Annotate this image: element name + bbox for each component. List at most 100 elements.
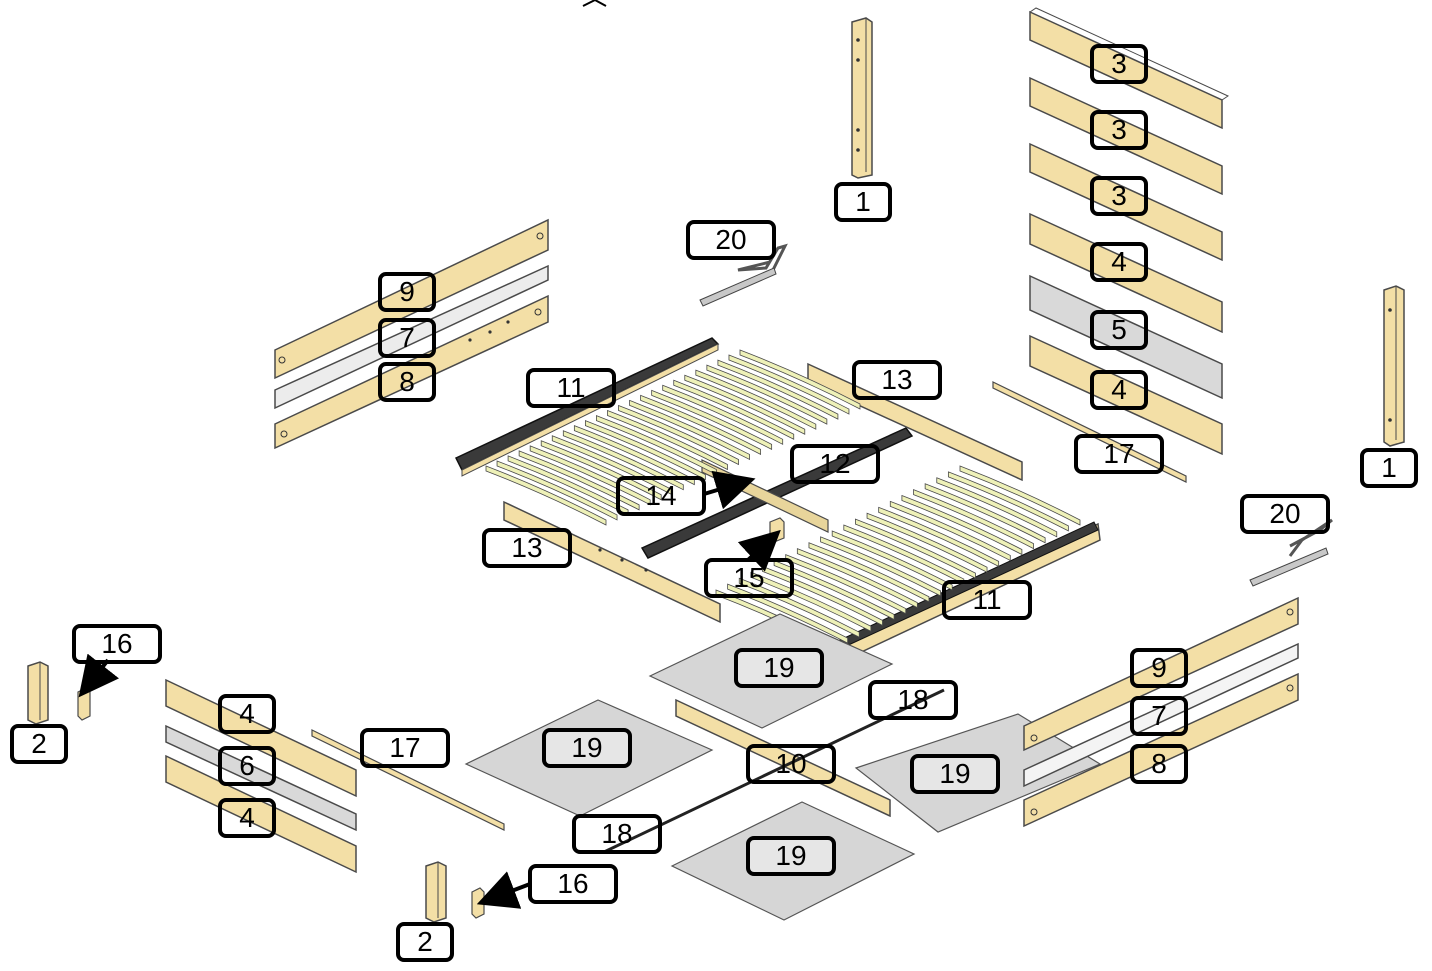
slat bbox=[584, 420, 706, 481]
label-part-15: 15 bbox=[704, 558, 794, 598]
part-4-rail-right-b bbox=[1029, 334, 1223, 456]
part-4-rail-left-a bbox=[165, 678, 357, 798]
label-part-3-a: 3 bbox=[1090, 44, 1148, 84]
label-part-2-bottom: 2 bbox=[396, 922, 454, 962]
label-part-11-right: 11 bbox=[942, 580, 1032, 620]
arrow-15 bbox=[737, 529, 781, 572]
label-part-19-a: 19 bbox=[734, 648, 824, 688]
slat bbox=[947, 471, 1069, 532]
label-part-4-right-b: 4 bbox=[1090, 370, 1148, 410]
part-9-rail-right bbox=[1023, 596, 1299, 752]
label-part-18-bottom: 18 bbox=[572, 814, 662, 854]
label-part-3-c: 3 bbox=[1090, 176, 1148, 216]
label-part-19-d: 19 bbox=[746, 836, 836, 876]
arrow-16-left bbox=[78, 653, 120, 698]
part-9-rail-left bbox=[274, 218, 549, 380]
slat bbox=[618, 404, 739, 466]
slat bbox=[878, 506, 1000, 567]
label-part-2-left: 2 bbox=[10, 724, 68, 764]
slat bbox=[855, 518, 976, 579]
label-part-18-top: 18 bbox=[868, 680, 958, 720]
label-part-7-right: 7 bbox=[1130, 696, 1188, 736]
label-part-9-left: 9 bbox=[378, 272, 436, 312]
arrow-14 bbox=[703, 470, 756, 510]
part-2-post-left bbox=[27, 661, 49, 725]
slat bbox=[629, 399, 750, 461]
slat bbox=[785, 553, 907, 615]
label-part-4-right-a: 4 bbox=[1090, 242, 1148, 282]
slat bbox=[540, 440, 662, 501]
part-16-block-left bbox=[77, 687, 91, 721]
label-part-12: 12 bbox=[790, 444, 880, 484]
slat bbox=[529, 445, 651, 506]
label-part-11-left: 11 bbox=[526, 368, 616, 408]
part-1-post-right bbox=[1383, 285, 1405, 447]
slat bbox=[739, 349, 861, 410]
slat bbox=[901, 494, 1023, 556]
label-part-6: 6 bbox=[218, 746, 276, 786]
part-6-panel bbox=[165, 724, 357, 832]
slat bbox=[551, 435, 673, 496]
part-16-block-bottom bbox=[471, 887, 485, 919]
slat bbox=[673, 379, 795, 440]
slat bbox=[684, 374, 806, 435]
label-part-16-bottom: 16 bbox=[528, 864, 618, 904]
label-part-5: 5 bbox=[1090, 310, 1148, 350]
label-part-19-c: 19 bbox=[910, 754, 1000, 794]
label-part-19-b: 19 bbox=[542, 728, 632, 768]
label-part-13-right: 13 bbox=[852, 360, 942, 400]
top-edge-mark bbox=[582, 0, 607, 7]
slat bbox=[866, 512, 988, 573]
slat bbox=[562, 430, 684, 491]
slat bbox=[843, 524, 965, 585]
slat bbox=[796, 548, 918, 609]
slat bbox=[808, 542, 930, 603]
part-20-bracket-top bbox=[699, 243, 788, 307]
slat bbox=[496, 460, 618, 521]
part-4-rail-right-a bbox=[1029, 212, 1223, 334]
label-part-16-left: 16 bbox=[72, 624, 162, 664]
slat bbox=[773, 559, 895, 621]
slat bbox=[662, 384, 784, 445]
slat bbox=[727, 583, 849, 644]
slat bbox=[820, 536, 941, 597]
part-13-rail-right bbox=[807, 362, 1023, 482]
part-3-rail-c bbox=[1029, 142, 1223, 262]
slat bbox=[640, 394, 762, 456]
label-part-17-right: 17 bbox=[1074, 434, 1164, 474]
slat bbox=[913, 489, 1034, 550]
label-part-10: 10 bbox=[746, 744, 836, 784]
slat bbox=[889, 500, 1011, 562]
slat-group-left bbox=[485, 349, 861, 526]
label-part-20-top: 20 bbox=[686, 220, 776, 260]
slat bbox=[717, 359, 839, 420]
slat bbox=[695, 369, 817, 430]
slat bbox=[607, 409, 728, 471]
part-3-rail-a bbox=[1029, 7, 1230, 130]
part-12-holder-center bbox=[640, 427, 914, 559]
label-part-1-top: 1 bbox=[834, 182, 892, 222]
slat bbox=[936, 477, 1058, 538]
slat bbox=[959, 465, 1081, 526]
slat bbox=[728, 354, 850, 415]
label-part-20-right: 20 bbox=[1240, 494, 1330, 534]
part-7-rail-left bbox=[274, 264, 549, 410]
label-part-13-left: 13 bbox=[482, 528, 572, 568]
part-8-rail-right bbox=[1023, 672, 1299, 828]
part-7-rail-right bbox=[1023, 642, 1299, 788]
slat bbox=[573, 425, 695, 486]
slat bbox=[518, 450, 640, 511]
label-part-4-left-b: 4 bbox=[218, 798, 276, 838]
label-part-9-right: 9 bbox=[1130, 648, 1188, 688]
part-13-rail-left bbox=[503, 500, 721, 624]
slat bbox=[651, 389, 773, 451]
arrow-16-bottom bbox=[476, 871, 531, 909]
part-10-rail bbox=[675, 698, 891, 818]
part-5-panel bbox=[1029, 274, 1223, 400]
label-part-1-right: 1 bbox=[1360, 448, 1418, 488]
part-20-bracket-right bbox=[1249, 518, 1333, 587]
part-17-rail-right bbox=[992, 381, 1187, 483]
part-1-post-top bbox=[851, 17, 873, 179]
